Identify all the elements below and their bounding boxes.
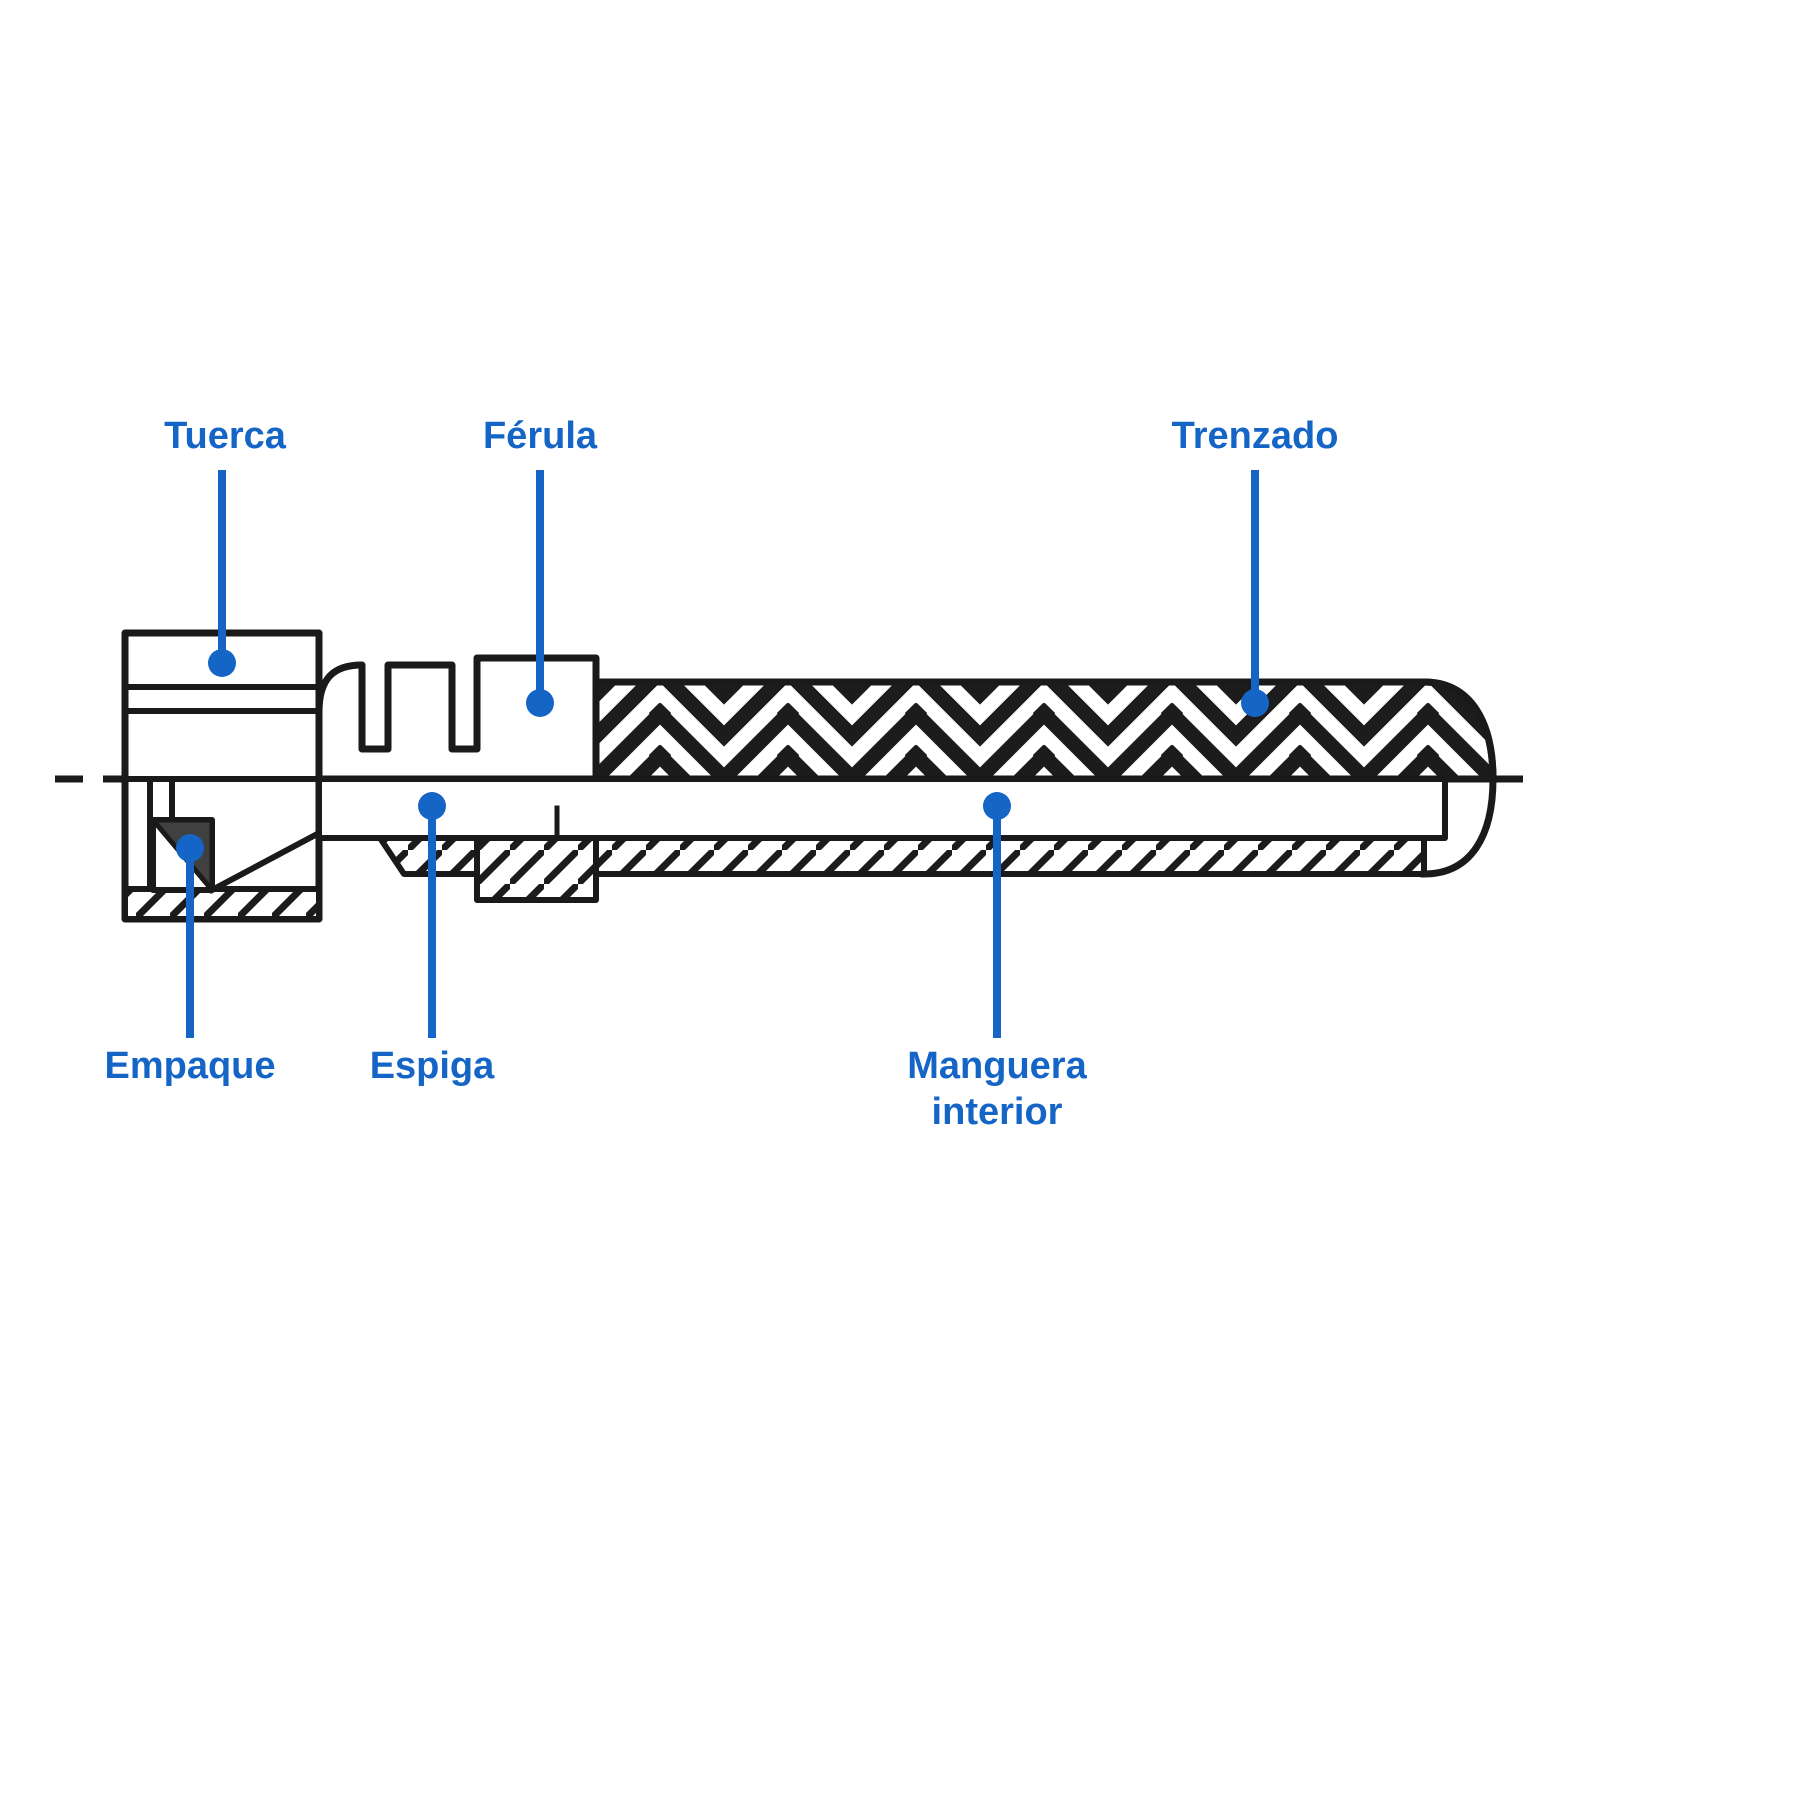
label-empaque: Empaque <box>104 1045 275 1087</box>
label-ferula: Férula <box>483 415 598 457</box>
dot-trenzado <box>1241 689 1269 717</box>
label-manguera-line2: interior <box>932 1091 1063 1133</box>
braided-sleeve-shape <box>592 678 1497 783</box>
inner-hose-shape <box>316 776 1448 841</box>
dot-espiga <box>418 792 446 820</box>
label-trenzado: Trenzado <box>1172 415 1339 457</box>
label-espiga: Espiga <box>370 1045 495 1087</box>
ferrule-shape <box>315 654 600 783</box>
dot-manguera <box>983 792 1011 820</box>
seat-cone-line <box>207 828 324 895</box>
dot-tuerca <box>208 649 236 677</box>
ferrule-section-hatch <box>474 835 599 903</box>
dot-empaque <box>176 834 204 862</box>
dot-ferula <box>526 689 554 717</box>
hose-wall-section-hatch <box>593 835 1427 877</box>
nut-section-hatch <box>128 892 316 916</box>
label-tuerca: Tuerca <box>164 415 287 457</box>
hose-end-cap <box>1420 678 1497 878</box>
label-manguera-line1: Manguera <box>907 1045 1087 1087</box>
